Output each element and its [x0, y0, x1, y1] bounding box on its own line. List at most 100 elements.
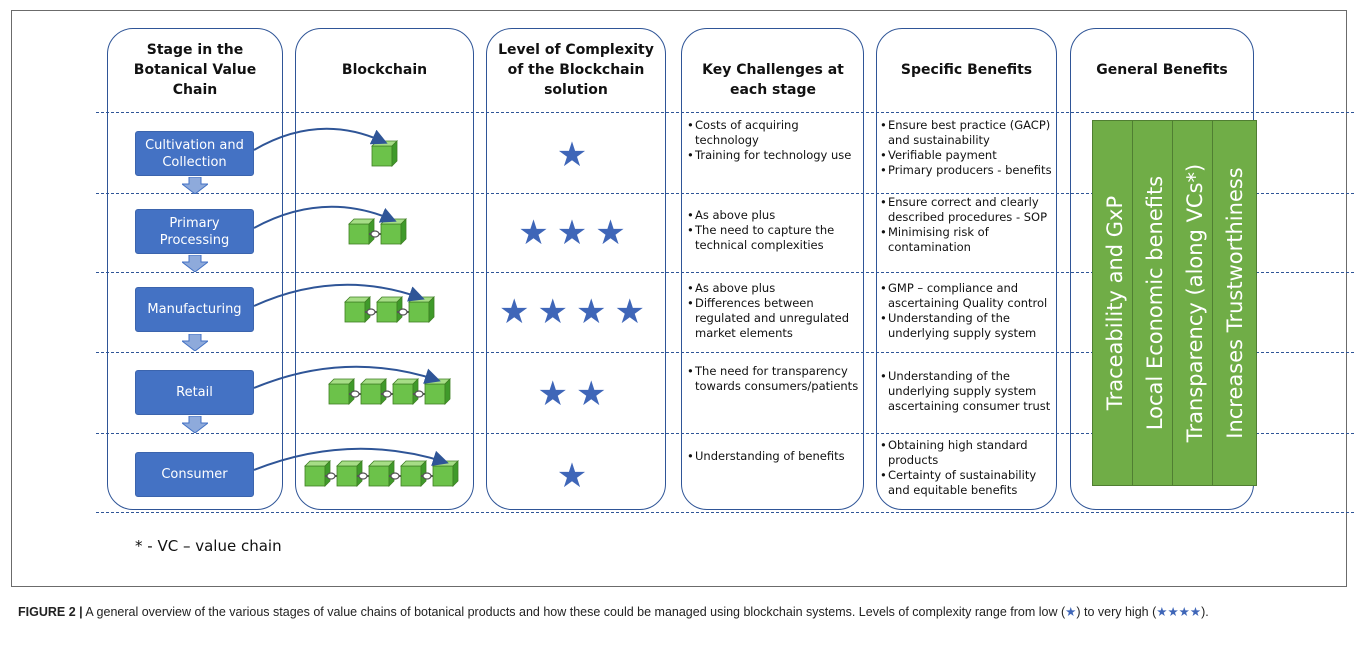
challenge-item: Training for technology use: [687, 148, 859, 163]
row-divider: [96, 112, 1354, 113]
stage-box-consumer: Consumer: [135, 452, 254, 497]
chain-link: [350, 390, 360, 398]
header-blockchain: Blockchain: [341, 62, 428, 78]
chain-link: [358, 472, 368, 480]
header-stage: Stage in the Botanical Value Chain: [133, 42, 257, 98]
stage-box-manufacturing: Manufacturing: [135, 287, 254, 332]
benefit-item: Ensure correct and clearly described pro…: [880, 195, 1056, 225]
complexity-stars: ★: [556, 135, 596, 175]
block-icon: [376, 296, 403, 323]
caption-text: A general overview of the various stages…: [85, 605, 1066, 619]
footnote: * - VC – value chain: [135, 537, 282, 555]
chain-link: [366, 308, 376, 316]
row-divider: [96, 272, 1354, 273]
general-benefit-label: Traceability and GxP: [1102, 195, 1127, 411]
benefit-item: Understanding of the underlying supply s…: [880, 311, 1056, 341]
block-icon: [424, 378, 451, 405]
block-icon: [380, 218, 407, 245]
row-divider: [96, 352, 1354, 353]
general-benefit-bar: Traceability and GxP: [1092, 120, 1137, 486]
benefits-list: Understanding of the underlying supply s…: [880, 369, 1056, 414]
challenge-item: Costs of acquiring technology: [687, 118, 859, 148]
caption-end: ).: [1201, 605, 1209, 619]
row-divider: [96, 193, 1354, 194]
benefit-item: Ensure best practice (GACP) and sustaina…: [880, 118, 1056, 148]
challenges-list: As above plus Differences between regula…: [687, 281, 859, 341]
block-icon: [348, 218, 375, 245]
complexity-stars: ★★★★: [499, 292, 653, 332]
challenge-item: The need for transparency towards consum…: [687, 364, 859, 394]
benefits-list: Ensure best practice (GACP) and sustaina…: [880, 118, 1056, 178]
header-general-benefits: General Benefits: [1096, 62, 1228, 78]
general-benefit-bar: Increases Trustworthiness: [1212, 120, 1257, 486]
benefit-item: Verifiable payment: [880, 148, 1056, 163]
chain-link: [326, 472, 336, 480]
benefit-item: Certainty of sustainability and equitabl…: [880, 468, 1056, 498]
curved-arrow: [253, 365, 441, 389]
column-stage: [107, 28, 283, 510]
header-specific-benefits: Specific Benefits: [900, 62, 1033, 78]
stage-box-retail: Retail: [135, 370, 254, 415]
block-icon: [371, 140, 398, 167]
header-challenges: Key Challenges at each stage: [702, 62, 844, 98]
general-benefit-label: Increases Trustworthiness: [1222, 167, 1247, 439]
challenges-list: Costs of acquiring technology Training f…: [687, 118, 859, 163]
chain-link: [398, 308, 408, 316]
down-arrow-icon: [182, 255, 208, 272]
block-icon: [336, 460, 363, 487]
complexity-stars: ★★★: [518, 213, 634, 253]
challenge-item: As above plus: [687, 208, 859, 223]
general-benefit-label: Local Economic benefits: [1142, 175, 1167, 431]
chain-link: [390, 472, 400, 480]
challenge-item: The need to capture the technical comple…: [687, 223, 859, 253]
row-divider: [96, 433, 1354, 434]
caption-low-star-icon: ★: [1065, 605, 1077, 619]
figure-caption: FIGURE 2 | A general overview of the var…: [18, 603, 1343, 621]
benefit-item: Primary producers - benefits: [880, 163, 1056, 178]
down-arrow-icon: [182, 334, 208, 351]
general-benefit-label: Transparency (along VCs*): [1182, 163, 1207, 443]
block-icon: [344, 296, 371, 323]
column-complexity: [486, 28, 666, 510]
caption-high-stars-icon: ★★★★: [1156, 605, 1202, 619]
block-icon: [432, 460, 459, 487]
chain-link: [370, 230, 380, 238]
benefits-list: GMP – compliance and ascertaining Qualit…: [880, 281, 1056, 341]
figure-frame: [11, 10, 1347, 587]
general-benefit-bar: Local Economic benefits: [1132, 120, 1177, 486]
column-specific-benefits: [876, 28, 1057, 510]
caption-mid: ) to very high (: [1076, 605, 1157, 619]
challenges-list: The need for transparency towards consum…: [687, 364, 859, 394]
block-icon: [368, 460, 395, 487]
complexity-stars: ★: [556, 456, 596, 496]
challenge-item: As above plus: [687, 281, 859, 296]
header-complexity: Level of Complexity of the Blockchain so…: [498, 42, 654, 98]
complexity-stars: ★★: [537, 374, 615, 414]
curved-arrow: [253, 127, 388, 151]
benefits-list: Ensure correct and clearly described pro…: [880, 195, 1056, 255]
block-icon: [392, 378, 419, 405]
block-icon: [360, 378, 387, 405]
block-icon: [328, 378, 355, 405]
row-divider: [96, 512, 1354, 513]
column-challenges: [681, 28, 864, 510]
challenge-item: Understanding of benefits: [687, 449, 859, 464]
benefits-list: Obtaining high standard products Certain…: [880, 438, 1056, 498]
benefit-item: Minimising risk of contamination: [880, 225, 1056, 255]
block-icon: [400, 460, 427, 487]
chain-link: [414, 390, 424, 398]
down-arrow-icon: [182, 177, 208, 194]
curved-arrow: [253, 205, 397, 229]
caption-label: FIGURE 2 |: [18, 605, 83, 619]
down-arrow-icon: [182, 416, 208, 433]
challenge-item: Differences between regulated and unregu…: [687, 296, 859, 341]
challenges-list: As above plus The need to capture the te…: [687, 208, 859, 253]
block-icon: [304, 460, 331, 487]
benefit-item: Obtaining high standard products: [880, 438, 1056, 468]
chain-link: [422, 472, 432, 480]
block-icon: [408, 296, 435, 323]
benefit-item: Understanding of the underlying supply s…: [880, 369, 1056, 414]
stage-box-cultivation: Cultivation and Collection: [135, 131, 254, 176]
stage-box-primary-processing: Primary Processing: [135, 209, 254, 254]
